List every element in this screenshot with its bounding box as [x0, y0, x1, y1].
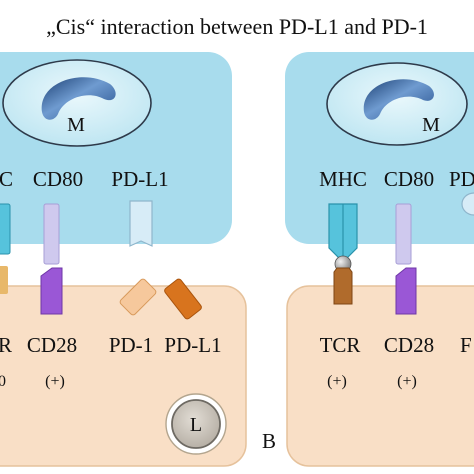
cd28-sign-a: (+)	[45, 373, 65, 390]
mhc-receptor-a	[0, 203, 11, 255]
pdl1-lymph-label-a: PD-L1	[164, 333, 221, 357]
cd80-label-a: CD80	[33, 167, 83, 191]
lymphocyte-nucleus-label-a: L	[190, 414, 202, 436]
mitochondria-shape-b	[363, 79, 434, 120]
cd80-receptor-a	[43, 203, 60, 265]
cd28-label-b: CD28	[384, 333, 434, 357]
tcr-label-a: R	[0, 333, 12, 357]
diagram-title: „Cis“ interaction between PD-L1 and PD-1	[46, 14, 428, 39]
tcr-label-b: TCR	[320, 333, 361, 357]
pd1-receptor-a	[119, 278, 157, 316]
cd28-sign-b: (+)	[397, 373, 417, 390]
cd28-receptor-a	[40, 267, 63, 315]
cd28-receptor-b	[395, 267, 417, 315]
mitochondria-shape-a	[41, 77, 116, 120]
cd28-label-a: CD28	[27, 333, 77, 357]
tcr-receptor-a	[0, 266, 8, 294]
pdl1-label-b: PD	[449, 167, 474, 191]
tcr-sign-a: 0	[0, 373, 6, 390]
lymphocyte-nucleus-a	[171, 399, 221, 449]
pdl1-receptor-apc-a	[129, 200, 153, 247]
tcr-receptor-b	[333, 267, 353, 305]
apc-nucleus-label-b: M	[422, 114, 440, 136]
cd80-label-b: CD80	[384, 167, 434, 191]
apc-nucleus-a	[2, 59, 152, 147]
panel-b-label: B	[262, 429, 276, 453]
tcr-sign-b: (+)	[327, 373, 347, 390]
apc-nucleus-label-a: M	[67, 114, 85, 136]
mhc-label-b: MHC	[319, 167, 367, 191]
pdl1-receptor-lymph-a	[164, 278, 202, 320]
pdl1-apc-label-a: PD-L1	[111, 167, 168, 191]
pdl1-receptor-b	[461, 192, 474, 216]
third-lymph-label-b: F	[460, 333, 472, 357]
cd80-receptor-b	[395, 203, 412, 265]
apc-nucleus-b	[326, 62, 468, 146]
mhc-label-a: C	[0, 167, 13, 191]
lymphocyte-cell-b	[286, 285, 474, 467]
pd1-label-a: PD-1	[109, 333, 153, 357]
